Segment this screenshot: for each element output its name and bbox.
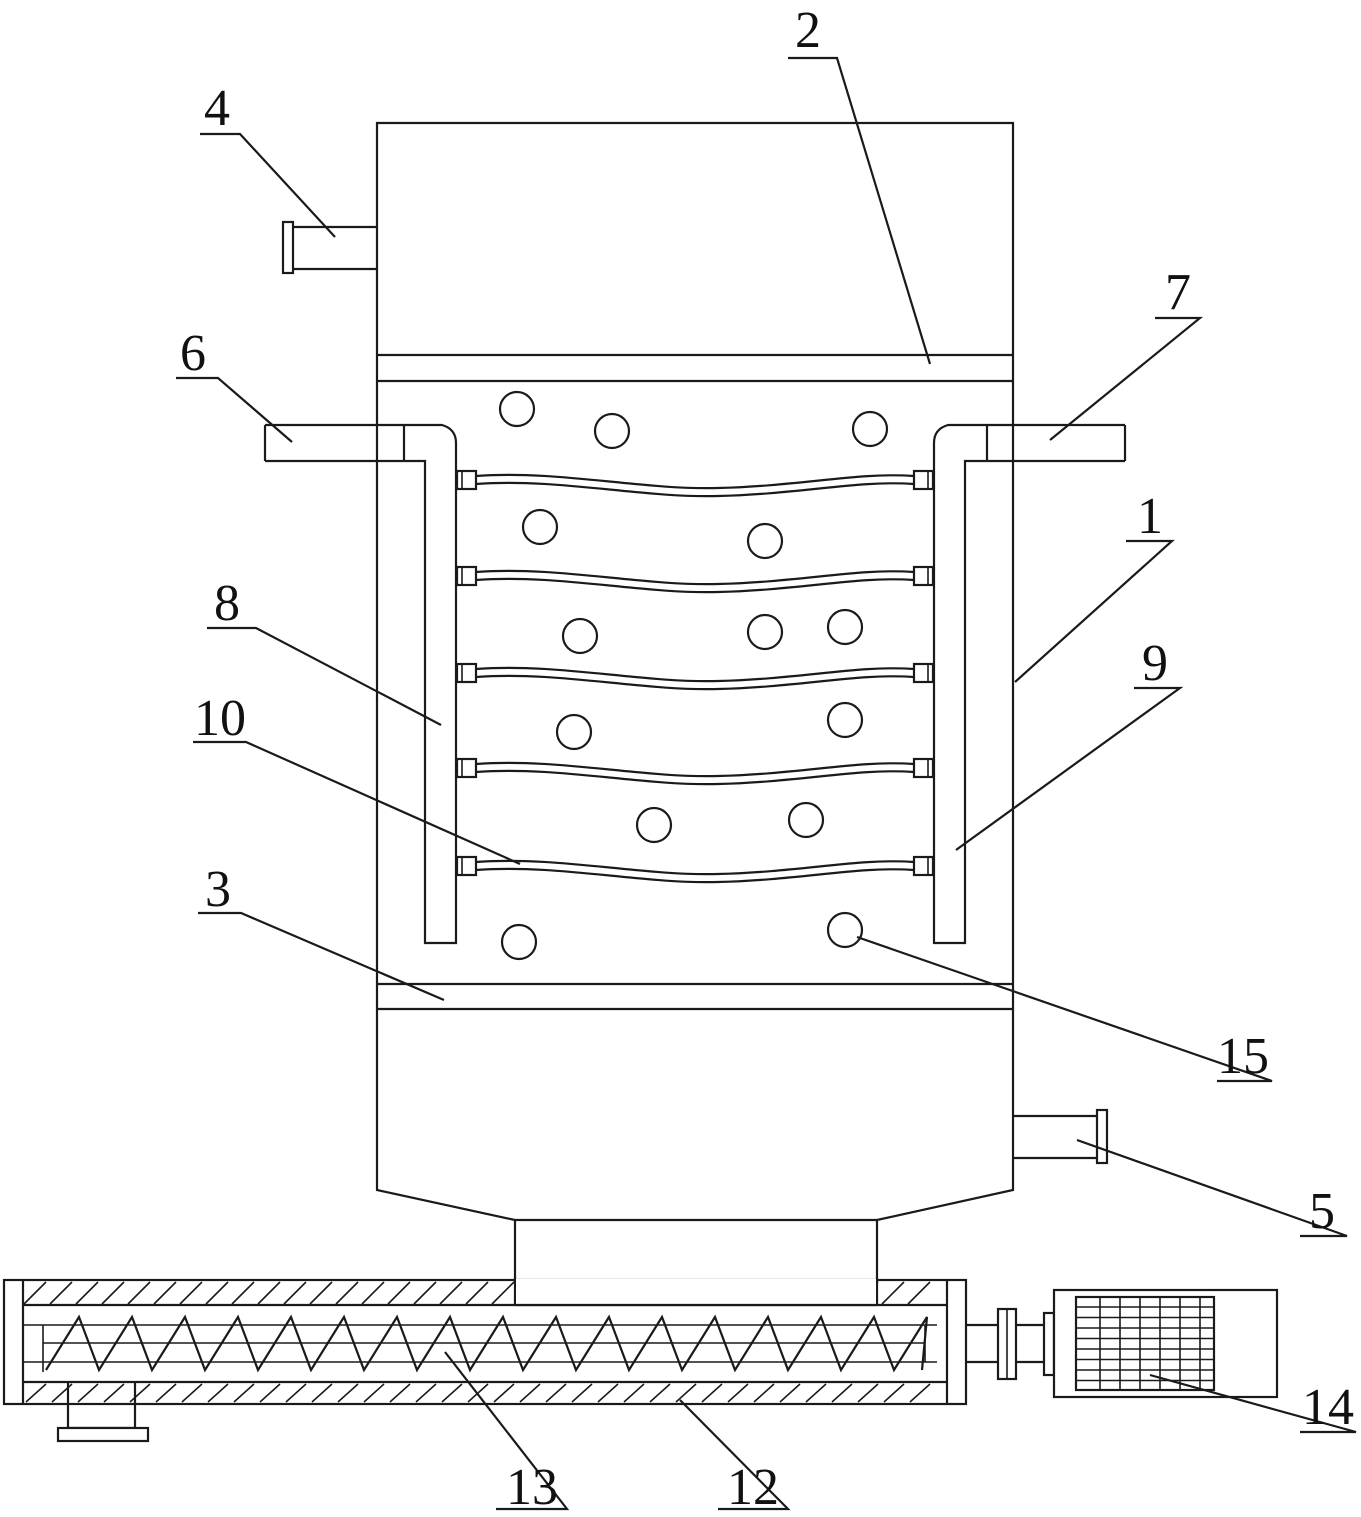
bubble-group — [498, 390, 889, 961]
wavy-tube — [455, 757, 935, 786]
outlet-pipe — [1013, 1108, 1109, 1165]
bubble — [851, 410, 889, 448]
lower-plate — [377, 982, 1013, 1011]
drive-shaft — [966, 1307, 1056, 1381]
wavy-tube — [455, 469, 935, 498]
bubble — [500, 923, 538, 961]
screw-flight — [43, 1314, 929, 1373]
label-5: 5 — [1309, 1183, 1335, 1240]
wavy-tube — [455, 662, 935, 691]
label-9: 9 — [1142, 635, 1168, 692]
bubble — [746, 613, 784, 651]
bubble — [746, 522, 784, 560]
bubble — [635, 806, 673, 844]
bubble — [826, 701, 864, 739]
label-1: 1 — [1137, 488, 1163, 545]
bubble — [521, 508, 559, 546]
wavy-tube-group — [455, 469, 935, 884]
wavy-tube — [455, 565, 935, 594]
label-4: 4 — [204, 80, 230, 137]
label-10: 10 — [194, 690, 246, 747]
label-15: 15 — [1217, 1028, 1269, 1085]
bubble — [826, 911, 864, 949]
label-2: 2 — [795, 2, 821, 59]
label-13: 13 — [506, 1459, 558, 1516]
discharge-chute — [513, 1220, 879, 1305]
conveyor-outlet — [56, 1382, 150, 1443]
label-8: 8 — [214, 575, 240, 632]
callout-labels: 2 4 6 7 1 8 9 10 3 15 5 14 13 12 — [180, 2, 1354, 1516]
bubble — [593, 412, 631, 450]
right-header-pipe — [932, 423, 1127, 945]
bubble — [561, 617, 599, 655]
label-3: 3 — [205, 861, 231, 918]
wavy-tube — [455, 855, 935, 884]
bubble — [555, 713, 593, 751]
inlet-pipe — [281, 220, 377, 275]
upper-plate — [377, 353, 1013, 383]
label-14: 14 — [1302, 1379, 1354, 1436]
label-7: 7 — [1165, 264, 1191, 321]
label-6: 6 — [180, 325, 206, 382]
label-12: 12 — [727, 1459, 779, 1516]
left-header-pipe — [263, 423, 458, 945]
bubble — [498, 390, 536, 428]
conveyor-housing — [2, 1278, 968, 1406]
bubble — [826, 608, 864, 646]
leader-lines — [176, 56, 1357, 1511]
motor — [1052, 1288, 1279, 1399]
bubble — [787, 801, 825, 839]
